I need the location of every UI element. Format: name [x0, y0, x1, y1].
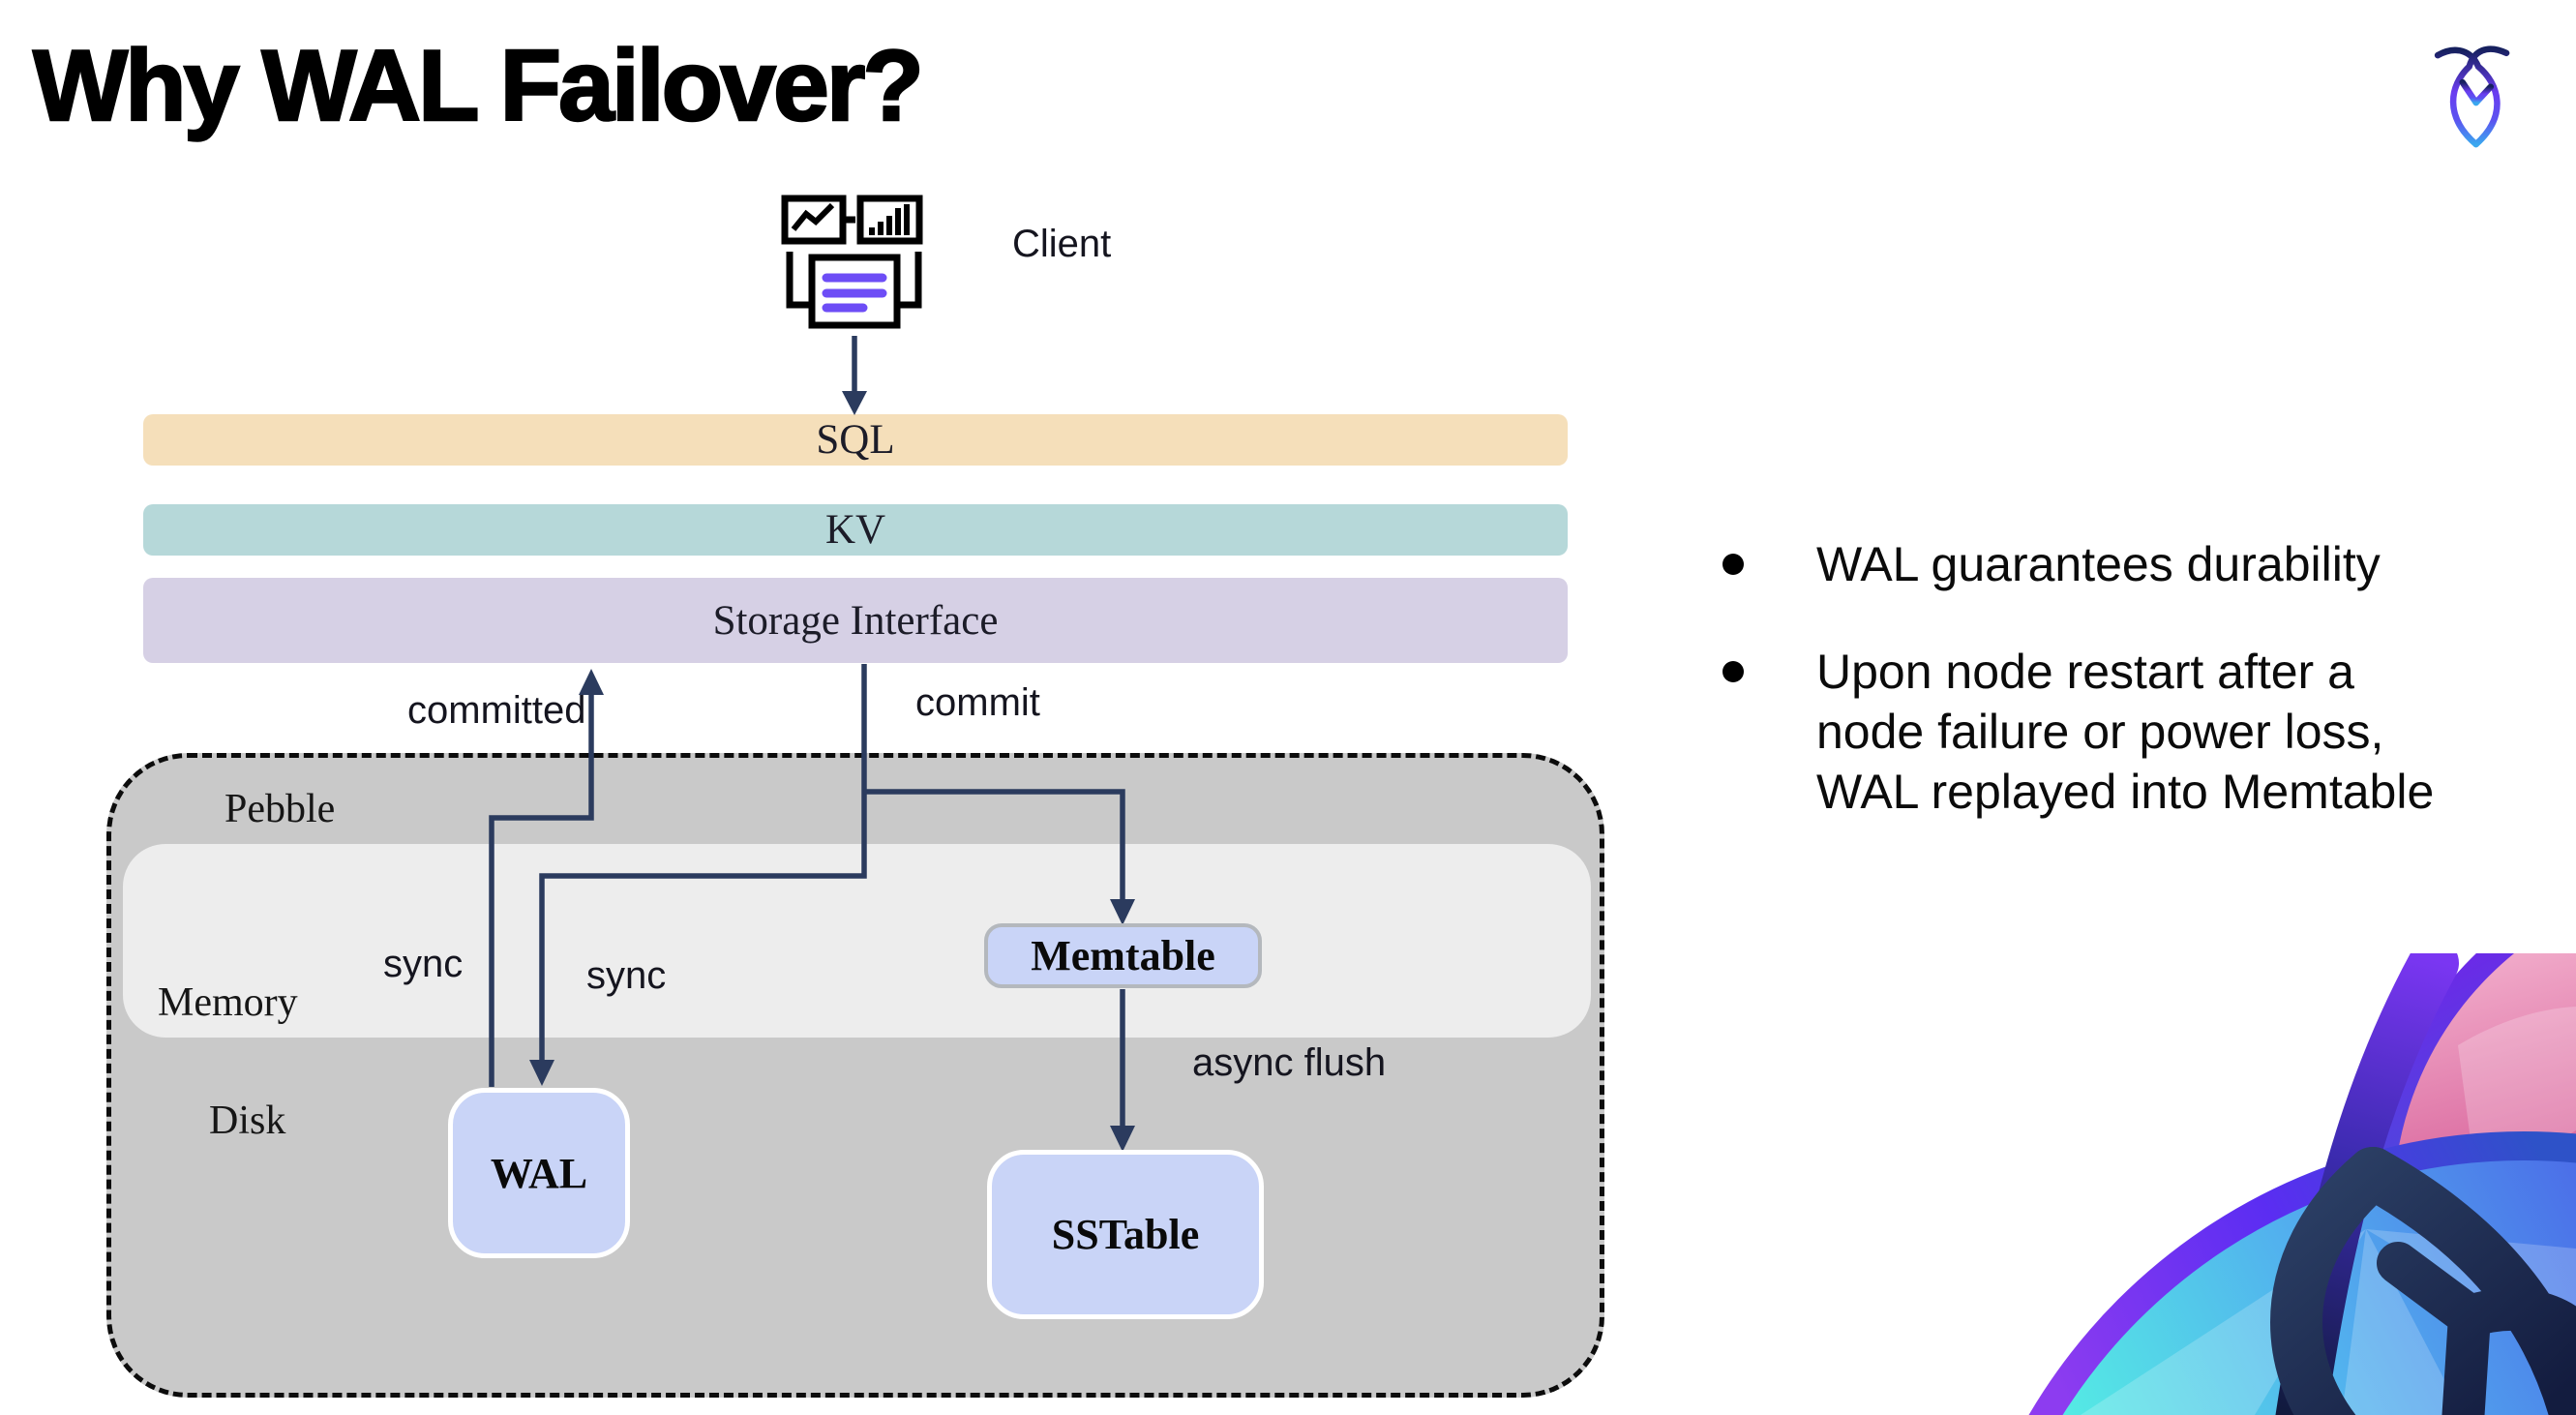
page-title: Why WAL Failover?: [32, 29, 925, 143]
cockroachdb-logo-icon: [2421, 41, 2535, 165]
sstable-box-label: SSTable: [1051, 1211, 1200, 1258]
wal-box-label: WAL: [490, 1149, 588, 1197]
pebble-label: Pebble: [225, 787, 336, 831]
sync-right-edge-label: sync: [586, 954, 667, 997]
layer-sql: SQL: [143, 414, 1568, 466]
sstable-box: SSTable: [987, 1150, 1264, 1319]
layer-storage-interface: Storage Interface: [143, 578, 1568, 663]
bullet-list: WAL guarantees durability Upon node rest…: [1722, 534, 2487, 869]
list-item: WAL guarantees durability: [1722, 534, 2487, 594]
list-item: Upon node restart after a node failure o…: [1722, 642, 2487, 822]
layer-kv: KV: [143, 504, 1568, 556]
sync-left-edge-label: sync: [383, 943, 464, 985]
disk-label: Disk: [209, 1099, 286, 1143]
memtable-box: Memtable: [984, 923, 1262, 988]
layer-sql-label: SQL: [816, 417, 895, 463]
client-icon: [780, 192, 927, 339]
bullet-text: WAL guarantees durability: [1816, 537, 2381, 591]
bullet-dot-icon: [1722, 554, 1744, 575]
brand-spheres-graphic: [1974, 953, 2576, 1415]
client-label: Client: [1012, 223, 1112, 265]
memory-band: [123, 844, 1591, 1038]
wal-box: WAL: [448, 1088, 630, 1258]
bullet-dot-icon: [1722, 661, 1744, 682]
memtable-box-label: Memtable: [1031, 932, 1215, 979]
memory-label: Memory: [158, 980, 298, 1025]
async-flush-edge-label: async flush: [1192, 1041, 1387, 1084]
bullet-text: Upon node restart after a node failure o…: [1816, 645, 2435, 819]
layer-storage-interface-label: Storage Interface: [712, 597, 999, 644]
committed-edge-label: committed: [407, 689, 586, 732]
layer-kv-label: KV: [824, 507, 886, 553]
commit-edge-label: commit: [915, 681, 1040, 724]
